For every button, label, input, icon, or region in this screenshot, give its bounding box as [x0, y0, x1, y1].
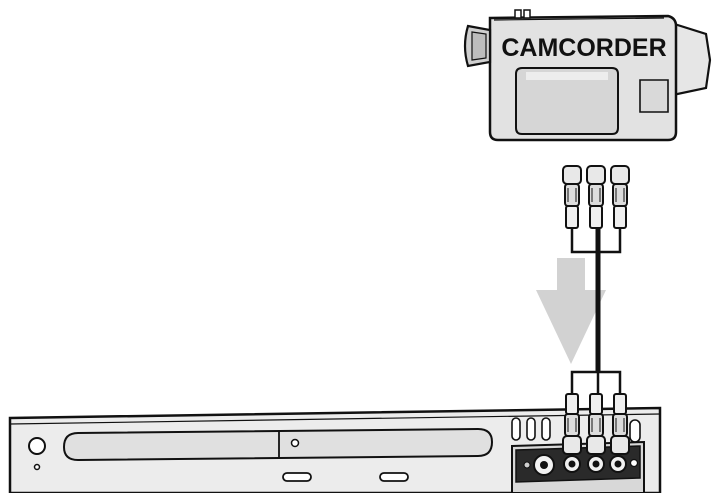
- open-close-button-icon: [282, 472, 312, 482]
- rca-plug-icon: [586, 393, 606, 455]
- dvd-recorder-icon: [8, 406, 662, 493]
- down-arrow-icon: [536, 258, 606, 364]
- av-cable: [570, 228, 622, 394]
- camcorder-icon: [463, 9, 712, 142]
- rca-plug-icon: [562, 393, 582, 455]
- recorder-plugs: [562, 393, 630, 455]
- disc-tray-icon: [62, 427, 494, 462]
- camcorder-label: CAMCORDER: [501, 34, 666, 62]
- rca-plug-icon: [610, 393, 630, 455]
- rca-plug-icon: [562, 165, 582, 229]
- rca-jack-icon: [609, 455, 627, 473]
- rca-plug-icon: [610, 165, 630, 229]
- camcorder-plugs: [562, 165, 630, 229]
- rca-plug-icon: [586, 165, 606, 229]
- play-button-icon: [379, 472, 409, 482]
- power-button-icon: [28, 437, 46, 455]
- rca-jack-icon: [587, 455, 605, 473]
- rca-jack-icon: [563, 455, 581, 473]
